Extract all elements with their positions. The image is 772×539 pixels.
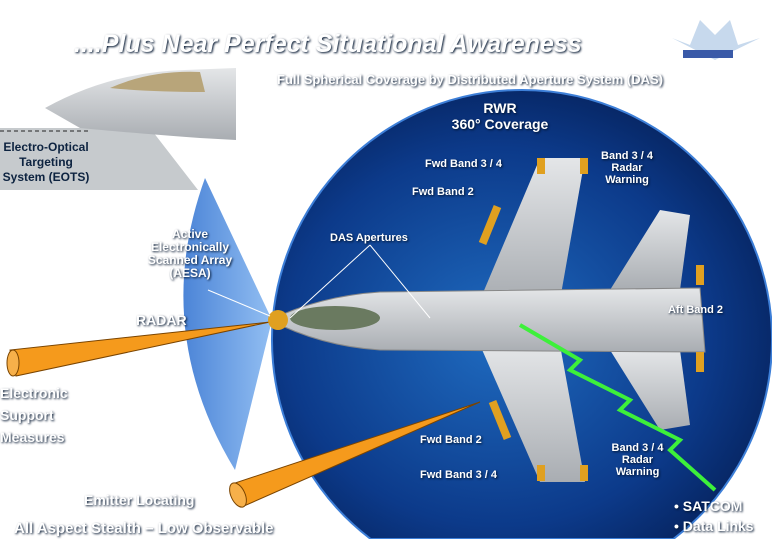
- label-line: Radar: [611, 162, 643, 174]
- label-line: Band 3 / 4: [611, 442, 664, 454]
- fwd-band-34-bottom-label: Fwd Band 3 / 4: [420, 469, 498, 481]
- lightning-ii-logo: [672, 20, 760, 60]
- label-line: Warning: [605, 174, 649, 186]
- page-title: ....Plus Near Perfect Situational Awaren…: [74, 30, 582, 58]
- satcom-label: • SATCOM: [674, 498, 743, 514]
- label-line: Targeting: [19, 155, 73, 169]
- eots-label: Electro-Optical Targeting System (EOTS): [0, 140, 102, 185]
- fwd-band-34-top-label: Fwd Band 3 / 4: [425, 158, 503, 170]
- subtitle: Full Spherical Coverage by Distributed A…: [277, 72, 663, 87]
- rwr-line1: RWR: [483, 100, 517, 116]
- das-apertures-label: DAS Apertures: [330, 232, 408, 244]
- radar-cone: [183, 178, 272, 470]
- label-line: System (EOTS): [2, 170, 90, 184]
- band34-radar-warning-bottom: Band 3 / 4 Radar Warning: [600, 442, 675, 478]
- aft-band-2-label: Aft Band 2: [668, 304, 723, 316]
- esm-label: Electronic Support Measures: [0, 382, 68, 448]
- eots-label-panel: [0, 128, 198, 190]
- rwr-label: RWR 360° Coverage: [440, 100, 560, 132]
- label-line: Band 3 / 4: [601, 150, 653, 162]
- label-line: Electronically: [150, 240, 230, 254]
- satcom-link: [518, 323, 717, 492]
- emitter-beam-end: [229, 482, 247, 508]
- label-line: (AESA): [169, 266, 211, 280]
- f35-aircraft: [268, 158, 706, 482]
- label-line: Electronic: [0, 385, 68, 401]
- label-line: Scanned Array: [147, 253, 233, 267]
- label-line: Active: [171, 227, 209, 241]
- label-line: Radar: [621, 454, 654, 466]
- stealth-label: All Aspect Stealth – Low Observable: [14, 520, 274, 537]
- emitter-locating-label: Emitter Locating: [84, 492, 195, 508]
- label-line: Measures: [0, 429, 65, 445]
- fwd-band-2-bottom-label: Fwd Band 2: [420, 434, 482, 446]
- data-links-label: • Data Links: [674, 518, 754, 534]
- leader-lines: [207, 244, 431, 319]
- band34-radar-warning-top: Band 3 / 4 Radar Warning: [592, 150, 662, 186]
- eots-canopy: [110, 71, 205, 92]
- radar-label: RADAR: [136, 312, 187, 328]
- rwr-line2: 360° Coverage: [451, 116, 549, 132]
- label-line: Warning: [615, 466, 660, 478]
- aesa-label: Active Electronically Scanned Array (AES…: [130, 228, 250, 280]
- label-line: Electro-Optical: [3, 140, 89, 154]
- fwd-band-2-top-label: Fwd Band 2: [412, 186, 474, 198]
- esm-beam-end: [6, 349, 20, 377]
- label-line: Support: [0, 407, 54, 423]
